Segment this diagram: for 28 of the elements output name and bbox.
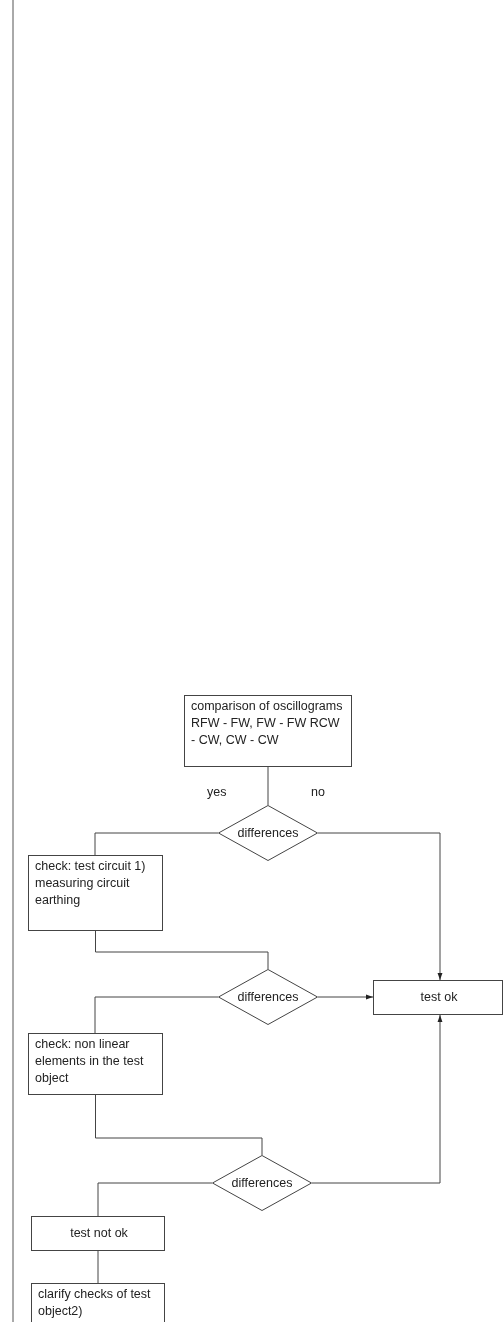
node-text: differences: [231, 1174, 293, 1192]
connector-line: [95, 1094, 263, 1156]
arrow: [317, 832, 443, 981]
decision-diamond: [218, 969, 318, 1025]
arrow: [311, 1014, 443, 1184]
node-text: check: test circuit 1) measuring circuit earthing: [35, 859, 146, 907]
process-box: [31, 1283, 165, 1322]
arrow: [317, 994, 374, 1000]
connector-line: [97, 1182, 213, 1217]
process-box: [28, 1033, 163, 1095]
process-box: [28, 855, 163, 931]
decision-diamond: [218, 805, 318, 861]
process-box: [184, 695, 352, 767]
node-text: differences: [237, 824, 299, 842]
node-text: differences: [237, 988, 299, 1006]
node-text: clarify checks of test object2): [38, 1287, 151, 1318]
node-text: check: non linear elements in the test object: [35, 1037, 144, 1085]
node-text: test ok: [420, 989, 458, 1006]
node-text: test not ok: [70, 1225, 128, 1242]
decision-diamond: [212, 1155, 312, 1211]
process-box: [31, 1216, 165, 1251]
node-text: comparison of oscillograms RFW - FW, FW - FW RCW - CW, CW - CW: [191, 699, 343, 747]
connector-line: [95, 930, 269, 970]
process-box: [373, 980, 503, 1015]
connector-line: [97, 1250, 99, 1284]
connector-line: [94, 996, 219, 1034]
connector-line: [267, 766, 269, 806]
connector-line: [94, 832, 219, 856]
